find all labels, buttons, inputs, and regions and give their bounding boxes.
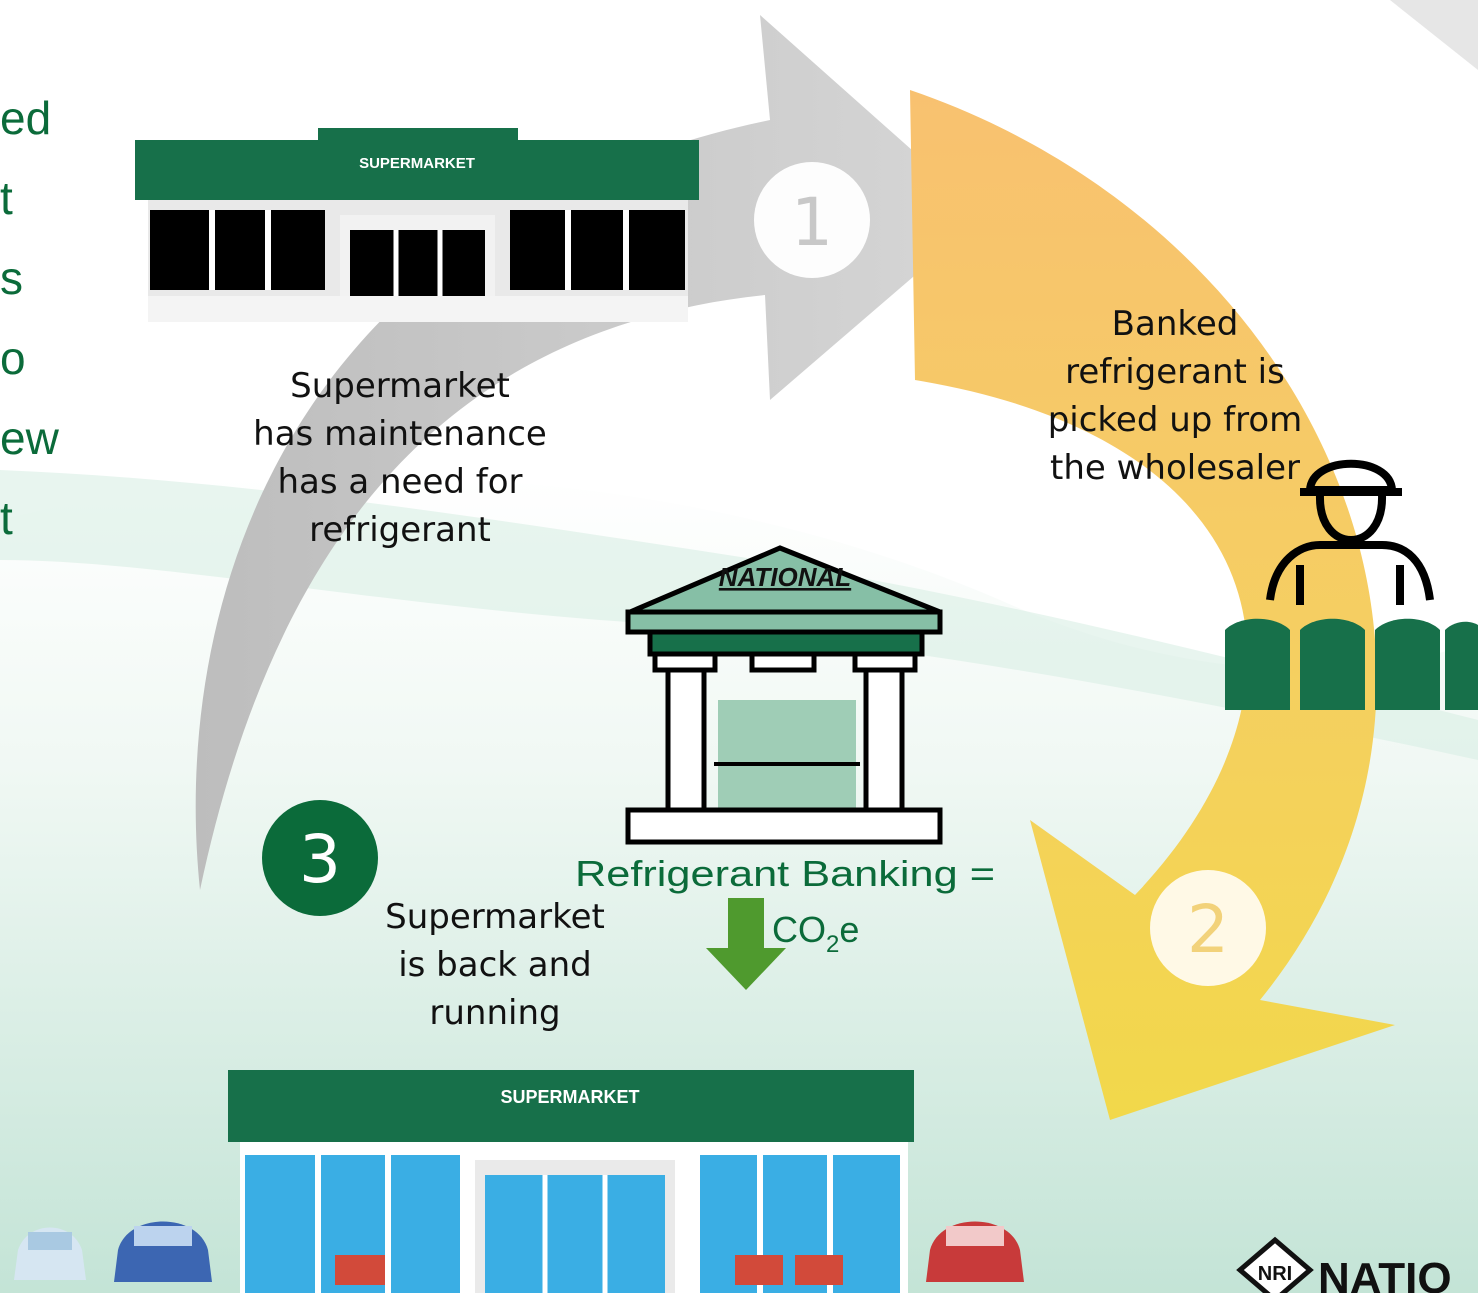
step-1-caption: Supermarket has maintenance has a need f… bbox=[253, 366, 547, 550]
headline-fragment: s bbox=[0, 252, 23, 304]
step-2-caption: Banked refrigerant is picked up from the… bbox=[1047, 304, 1303, 488]
car-red bbox=[926, 1221, 1024, 1282]
car-white bbox=[14, 1227, 86, 1280]
step-2-number: 2 bbox=[1187, 891, 1229, 968]
step-1-circle bbox=[754, 162, 870, 278]
car-blue bbox=[114, 1221, 212, 1282]
headline-fragment: t bbox=[0, 172, 13, 224]
logo-text: NATIO bbox=[1318, 1254, 1452, 1293]
co2e-label: CO2e bbox=[772, 909, 859, 958]
bank-name-label: NATIONAL bbox=[719, 562, 851, 592]
co2-main: CO bbox=[772, 909, 826, 950]
step-2-circle bbox=[1150, 870, 1266, 986]
step-3-number: 3 bbox=[299, 821, 341, 898]
worker-icon bbox=[1225, 459, 1478, 710]
step-3-circle bbox=[262, 800, 378, 916]
corner-decoration bbox=[1390, 0, 1478, 70]
co2-sub: 2 bbox=[826, 931, 839, 958]
headline-fragment: o bbox=[0, 332, 26, 384]
supermarket-bottom-sign: SUPERMARKET bbox=[500, 1087, 639, 1107]
national-bank-illustration: NATIONAL bbox=[625, 545, 943, 845]
refrigerant-banking-label: Refrigerant Banking = bbox=[575, 853, 995, 894]
supermarket-top-sign: SUPERMARKET bbox=[359, 155, 475, 172]
headline-fragment: t bbox=[0, 492, 13, 544]
headline-fragment: ed bbox=[0, 92, 52, 144]
supermarket-bottom-illustration: SUPERMARKET bbox=[228, 1070, 914, 1293]
headline-fragment: ew bbox=[0, 412, 59, 464]
step-3-caption: Supermarket is back and running bbox=[385, 897, 605, 1033]
logo-badge: NRI bbox=[1258, 1263, 1292, 1285]
orange-cycle-arrow bbox=[910, 90, 1395, 1120]
co2-tail: e bbox=[839, 909, 859, 950]
nri-logo: NRI NATIO bbox=[1236, 1236, 1452, 1293]
co2-down-arrow bbox=[706, 898, 786, 990]
step-1-number: 1 bbox=[791, 184, 833, 261]
supermarket-top-illustration: SUPERMARKET bbox=[135, 128, 699, 322]
